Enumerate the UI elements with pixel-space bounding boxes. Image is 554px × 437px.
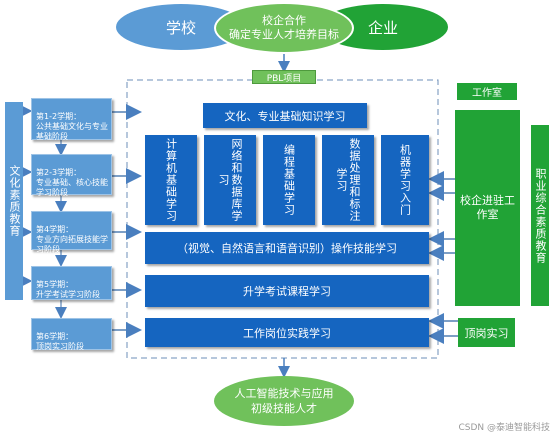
stage-2-label: 第2-3学期： 专业基础、核心技能学习阶段	[36, 168, 108, 197]
culture-knowledge-block: 文化、专业基础知识学习	[203, 103, 367, 128]
stage-3-label: 第4学期： 专业方向拓展技能学习阶段	[36, 225, 108, 254]
culture-quality-label: 文化素质教育	[8, 165, 21, 237]
stage-4-box: 第5学期： 升学考试学习阶段	[31, 266, 112, 300]
pbl-label: PBL项目	[252, 70, 316, 84]
course-block-2: 网络和数据库学习	[204, 135, 256, 225]
course-label-4: 数据处理和标注学习	[335, 138, 361, 222]
enterprise-label: 企业	[367, 18, 398, 37]
stage-1-box: 第1-2学期： 公共基础文化与专业基础阶段	[31, 98, 112, 141]
resident-studio-block: 校企进驻工作室	[455, 110, 520, 306]
course-label-2: 网络和数据库学习	[217, 138, 243, 222]
operation-skills-block: （视觉、自然语言和语音识别）操作技能学习	[145, 232, 429, 264]
watermark: CSDN @泰迪智能科技	[458, 420, 550, 433]
cooperation-ellipse: 校企合作 确定专业人才培养目标	[214, 2, 354, 54]
culture-quality-sidebar: 文化素质教育	[5, 102, 23, 300]
culture-knowledge-label: 文化、专业基础知识学习	[224, 109, 346, 123]
vocational-education-label: 职业综合素质教育	[534, 167, 547, 264]
stage-4-label: 第5学期： 升学考试学习阶段	[36, 280, 100, 299]
course-block-1: 计算机基础学习	[145, 135, 197, 225]
stage-5-label: 第6学期： 顶岗实习阶段	[36, 332, 84, 351]
course-label-5: 机器学习入门	[398, 144, 412, 216]
stage-2-box: 第2-3学期： 专业基础、核心技能学习阶段	[31, 154, 112, 197]
talent-outcome-label: 人工智能技术与应用 初级技能人才	[234, 387, 334, 415]
pbl-label-text: PBL项目	[266, 73, 302, 84]
exam-courses-label: 升学考试课程学习	[243, 285, 331, 298]
resident-studio-label: 校企进驻工作室	[460, 194, 515, 221]
internship-block: 顶岗实习	[458, 318, 515, 347]
talent-outcome-ellipse: 人工智能技术与应用 初级技能人才	[214, 376, 354, 426]
course-label-3: 编程基础学习	[282, 144, 296, 216]
internship-label: 顶岗实习	[464, 326, 509, 340]
watermark-text: CSDN @泰迪智能科技	[458, 423, 550, 433]
stage-5-box: 第6学期： 顶岗实习阶段	[31, 318, 112, 351]
stage-3-box: 第4学期： 专业方向拓展技能学习阶段	[31, 211, 112, 254]
course-block-5: 机器学习入门	[381, 135, 429, 225]
vocational-education-sidebar: 职业综合素质教育	[531, 125, 549, 306]
workplace-practice-block: 工作岗位实践学习	[145, 318, 429, 347]
school-label: 学校	[165, 18, 196, 37]
course-block-4: 数据处理和标注学习	[322, 135, 374, 225]
exam-courses-block: 升学考试课程学习	[145, 275, 429, 307]
studio-header-label: 工作室	[472, 88, 502, 99]
cooperation-label: 校企合作 确定专业人才培养目标	[229, 14, 339, 41]
course-block-3: 编程基础学习	[263, 135, 315, 225]
course-label-1: 计算机基础学习	[164, 138, 178, 222]
stage-1-label: 第1-2学期： 公共基础文化与专业基础阶段	[36, 112, 108, 141]
studio-header: 工作室	[457, 83, 517, 100]
operation-skills-label: （视觉、自然语言和语音识别）操作技能学习	[177, 242, 397, 255]
workplace-practice-label: 工作岗位实践学习	[243, 326, 331, 340]
